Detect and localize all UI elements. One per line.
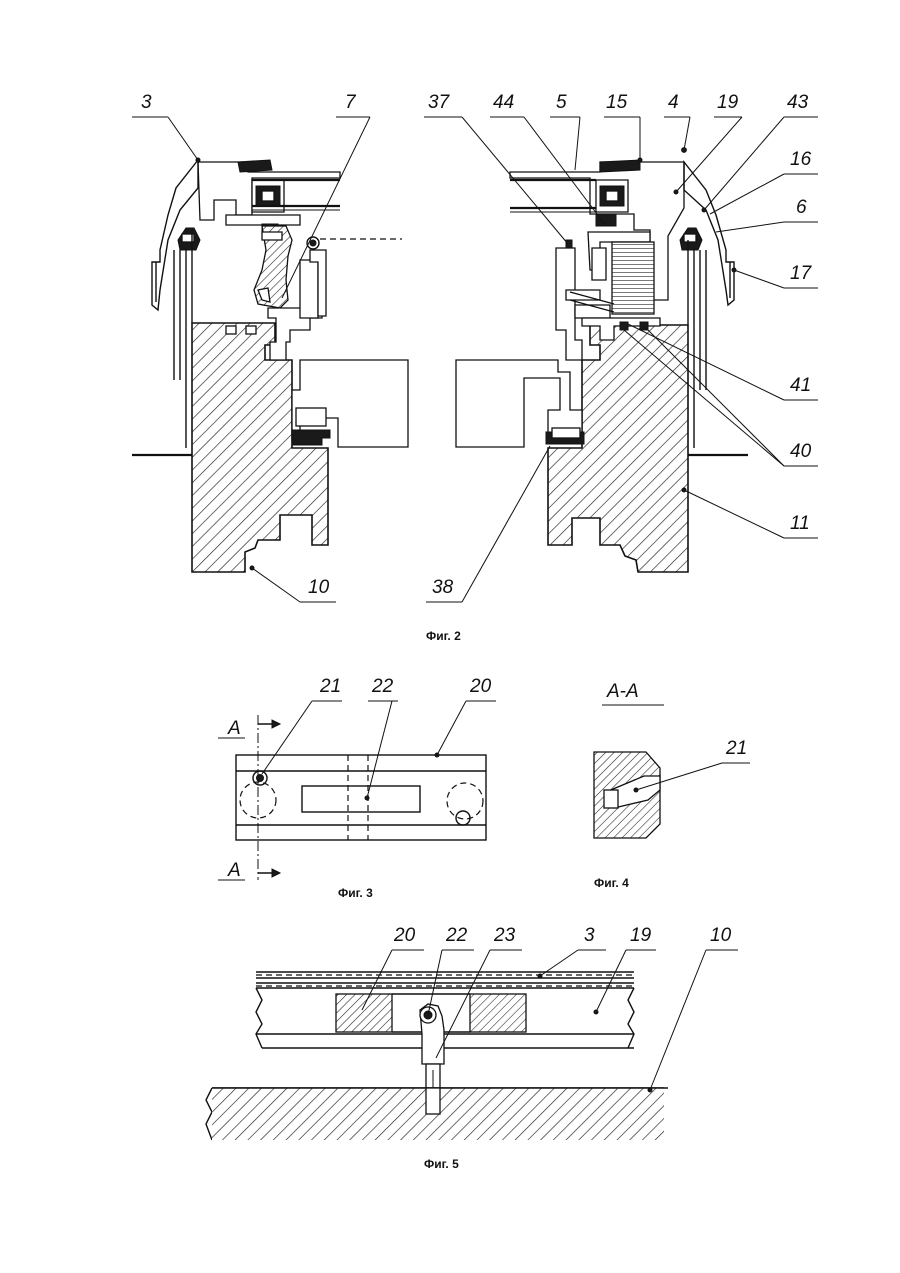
fig2-label-40: 40 [790,441,812,462]
fig2-caption: Фиг. 2 [426,629,461,643]
fig5-caption: Фиг. 5 [424,1157,459,1171]
fig5-label-10: 10 [710,925,732,946]
fig3-label-20: 20 [469,676,492,697]
fig2-right-section [456,160,748,572]
fig5-label-23: 23 [493,925,516,946]
fig4-section-title: A-A [606,681,639,702]
fig3-caption: Фиг. 3 [338,886,373,900]
fig2-label-7: 7 [345,92,357,113]
fig2-label-16: 16 [790,149,812,170]
fig2-label-10: 10 [308,577,330,598]
fig5-label-20: 20 [393,925,416,946]
fig2-label-19: 19 [717,92,739,113]
fig3-plate-drawing [218,701,496,880]
fig2-label-15: 15 [606,92,628,113]
fig2-label-3: 3 [141,92,152,113]
fig2-label-38: 38 [432,577,454,598]
fig4-label-21: 21 [725,738,747,759]
fig5-label-22: 22 [445,925,468,946]
fig2-label-17: 17 [790,263,813,284]
fig2-left-section [132,160,408,572]
fig4-caption: Фиг. 4 [594,876,629,890]
fig2-label-11: 11 [790,513,810,534]
fig2-label-43: 43 [787,92,809,113]
fig5-assembly-drawing [206,950,738,1140]
fig3-section-mark-top: A [227,718,241,739]
fig2-label-44: 44 [493,92,514,113]
fig3-label-21: 21 [319,676,341,697]
fig2-label-4: 4 [668,92,679,113]
fig2-label-6: 6 [796,197,807,218]
fig2-label-37: 37 [428,92,451,113]
fig2-label-5: 5 [556,92,567,113]
fig4-section-drawing [594,705,750,838]
fig5-label-3: 3 [584,925,595,946]
fig2-label-41: 41 [790,375,811,396]
fig3-label-22: 22 [371,676,394,697]
fig5-label-19: 19 [630,925,652,946]
fig3-section-mark-bottom: A [227,860,241,881]
